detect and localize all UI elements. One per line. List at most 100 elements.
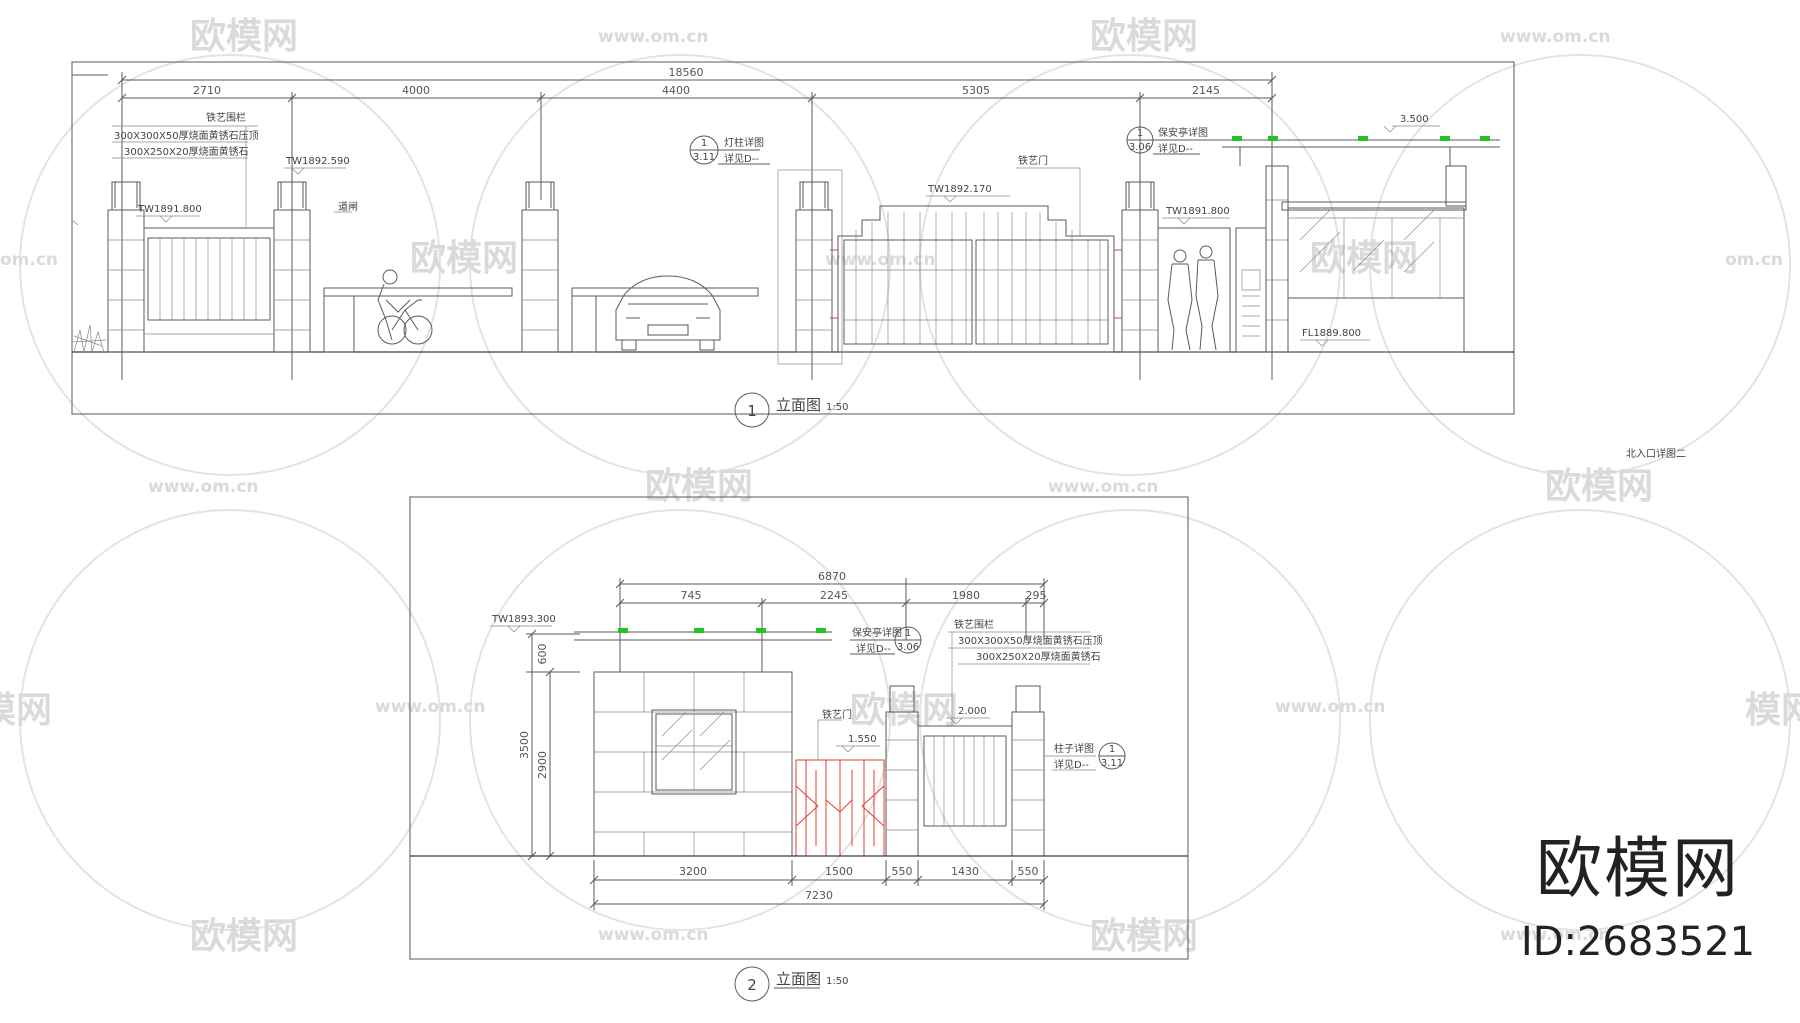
total-dimension: 18560 — [669, 66, 704, 79]
barrier-arm — [323, 287, 513, 353]
guard-house-wall — [593, 671, 793, 857]
vertical-dimension: 3500 — [518, 731, 531, 759]
ref-number: 1 — [905, 628, 911, 639]
barrier-post — [571, 295, 597, 353]
car-front-view — [615, 275, 721, 351]
watermark-url: www.om.cn — [1500, 27, 1611, 47]
watermark-brand: 欧模网 — [1090, 16, 1198, 57]
watermark-url: www.om.cn — [598, 27, 709, 47]
ref-number: 1 — [1109, 744, 1115, 755]
stone-pillar — [273, 181, 311, 353]
ref-sheet: 3.06 — [1129, 142, 1151, 153]
top-segment-dimension: 1980 — [952, 589, 980, 602]
watermark-brand: 欧模网 — [645, 466, 753, 507]
guard-house-canopy — [574, 628, 832, 672]
elev-door: 1.550 — [848, 734, 877, 745]
sheet-note: 北入口详图二 — [1626, 447, 1686, 460]
watermark-brand: 欧模网 — [1090, 916, 1198, 957]
people-figures — [1167, 245, 1219, 351]
material-notes-left: 铁艺围栏 300X300X50厚烧面黄锈石压顶 300X250X20厚烧面黄锈石 — [112, 111, 259, 228]
title-number: 1 — [747, 402, 757, 420]
note-fence: 铁艺围栏 — [206, 111, 246, 124]
stone-pillar — [521, 181, 559, 353]
title-text: 立面图 — [776, 970, 821, 988]
title-text: 立面图 — [776, 396, 821, 414]
watermark-layer: 欧模网 欧模网 欧模网 欧模网 欧模网 欧模网 模网 欧模网 模网 欧模网 欧模… — [0, 16, 1800, 957]
iron-gate — [830, 205, 1122, 353]
note-guard-detail: 详见D-- — [856, 642, 891, 655]
corner-brand-name: 欧模网 — [1536, 830, 1740, 907]
iron-fence-panel — [143, 227, 275, 353]
ref-sheet: 3.11 — [693, 152, 715, 163]
watermark-brand: 欧模网 — [190, 16, 298, 57]
top-segment-dimension: 2245 — [820, 589, 848, 602]
column-reference-callout: 1 3.11 柱子详图 详见D-- — [1044, 742, 1126, 771]
segment-dimension: 2710 — [193, 84, 221, 97]
note-fence: 铁艺围栏 — [954, 618, 994, 631]
title-number: 2 — [747, 976, 757, 994]
elev-pillar: 2.000 — [958, 706, 987, 717]
ref-sheet: 3.11 — [1101, 758, 1123, 769]
note-door: 铁艺门 — [822, 708, 852, 721]
watermark-url: www.om.cn — [1048, 477, 1159, 497]
elev-top: TW1893.300 — [491, 614, 556, 625]
note-guard-detail: 详见D-- — [1158, 142, 1193, 155]
watermark-url: www.om.cn — [1275, 697, 1386, 717]
elevation-2-title: 2 立面图 1:50 — [734, 966, 848, 1002]
title-scale: 1:50 — [826, 402, 848, 413]
material-notes: 铁艺围栏 300X300X50厚烧面黄锈石压顶 300X250X20厚烧面黄锈石 — [948, 618, 1103, 726]
ref-number: 1 — [701, 138, 707, 149]
elevation-2: 6870 745 2245 1980 295 TW1893.300 600 35… — [409, 496, 1189, 1002]
watermark-url: www.om.cn — [375, 697, 486, 717]
elevation-1: 18560 2710 4000 4400 5305 2145 — [71, 61, 1515, 428]
elev-roof: 3.500 — [1400, 114, 1429, 125]
pedestrian-door — [1157, 227, 1231, 353]
watermark-brand-partial: 模网 — [0, 690, 52, 731]
lamp-detail-box — [777, 169, 843, 365]
watermark-url: www.om.cn — [598, 925, 709, 945]
title-scale: 1:50 — [826, 976, 848, 987]
watermark-brand: 欧模网 — [190, 916, 298, 957]
segment-dimension: 4000 — [402, 84, 430, 97]
note-stone-cap: 300X300X50厚烧面黄锈石压顶 — [958, 634, 1103, 647]
bottom-segment-dimension: 1430 — [951, 865, 979, 878]
note-barrier: 道闸 — [338, 200, 358, 213]
elevation-1-title: 1 立面图 1:50 — [734, 392, 848, 428]
stone-pillar — [885, 685, 919, 857]
note-column: 柱子详图 — [1054, 742, 1094, 755]
note-iron-gate: 铁艺门 — [1018, 154, 1048, 167]
guard-reference-callout: 1 3.06 保安亭详图 详见D-- — [850, 626, 922, 655]
elev-pillar: TW1892.590 — [285, 156, 350, 167]
bottom-segment-dimension: 3200 — [679, 865, 707, 878]
note-guard: 保安亭详图 — [1158, 126, 1208, 139]
bottom-segment-dimension: 550 — [1018, 865, 1039, 878]
stone-pillar — [795, 181, 833, 353]
watermark-url: www.om.cn — [148, 477, 259, 497]
watermark-brand: 欧模网 — [410, 238, 518, 279]
cyclist-figure — [377, 269, 433, 345]
top-total-dimension: 6870 — [818, 570, 846, 583]
note-stone-clad: 300X250X20厚烧面黄锈石 — [124, 145, 249, 158]
watermark-brand: 欧模网 — [850, 690, 958, 731]
watermark-url-partial: om.cn — [1725, 250, 1783, 270]
lamp-reference-callout: 1 3.11 灯柱详图 详见D-- — [689, 135, 770, 165]
note-stone-clad: 300X250X20厚烧面黄锈石 — [976, 650, 1101, 663]
note-lamp-detail: 详见D-- — [724, 152, 759, 165]
top-segment-dimension: 295 — [1026, 589, 1047, 602]
top-segment-dimension: 745 — [681, 589, 702, 602]
watermark-brand-partial: 模网 — [1745, 690, 1800, 731]
watermark-url-partial: om.cn — [0, 250, 58, 270]
note-stone-cap: 300X300X50厚烧面黄锈石压顶 — [114, 129, 259, 142]
shrub — [71, 324, 107, 353]
watermark-brand: 欧模网 — [1545, 466, 1653, 507]
corner-brand-id: ID:2683521 — [1520, 919, 1756, 965]
bottom-total-dimension: 7230 — [805, 889, 833, 902]
elev-right: TW1891.800 — [1165, 206, 1230, 217]
stone-pillar — [1011, 685, 1045, 857]
elev-gate: TW1892.170 — [927, 184, 992, 195]
watermark-url: www.om.cn — [825, 250, 936, 270]
vertical-dimension: 600 — [536, 644, 549, 665]
guard-house — [1222, 136, 1500, 353]
note-column-detail: 详见D-- — [1054, 758, 1089, 771]
